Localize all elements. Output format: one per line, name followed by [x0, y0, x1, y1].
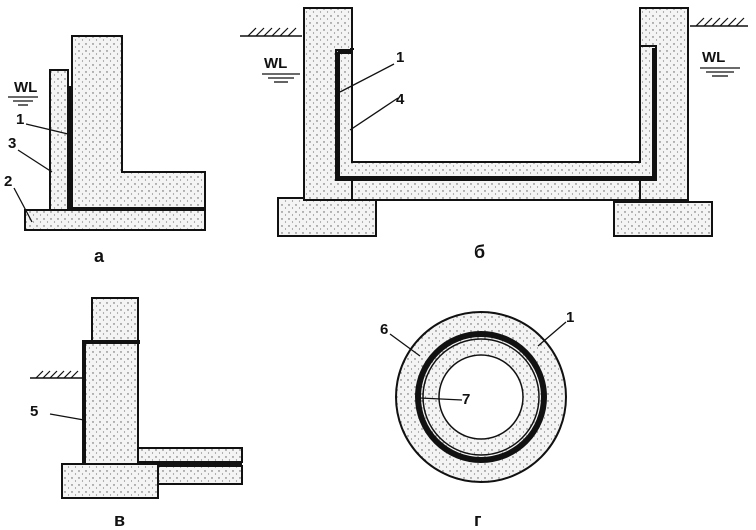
ground-hatch-right — [695, 17, 745, 27]
label-1: 1 — [16, 111, 24, 128]
label-1: 1 — [566, 309, 574, 326]
base-slab — [24, 209, 206, 231]
footing-left — [277, 197, 377, 237]
ground-hatch — [35, 370, 79, 379]
footing — [61, 463, 159, 499]
side-slab — [137, 447, 243, 463]
membrane-vertical — [68, 86, 72, 210]
panel-v: 5 в — [30, 297, 243, 530]
label-7: 7 — [462, 391, 470, 408]
wl-label-right: WL — [702, 49, 725, 66]
label-6: 6 — [380, 321, 388, 338]
inner-void — [438, 354, 524, 440]
label-5: 5 — [30, 403, 38, 420]
membrane-ring — [415, 331, 547, 463]
label-2: 2 — [4, 173, 12, 190]
panel-g: 6 1 7 г — [380, 309, 574, 530]
label-3: 3 — [8, 135, 16, 152]
upper-wall — [91, 297, 139, 343]
panel-a: WL 1 3 2 а — [4, 35, 206, 266]
wl-label: WL — [14, 79, 37, 96]
membrane-horizontal — [68, 207, 205, 211]
caption-a: а — [94, 246, 105, 266]
inner-structure — [335, 45, 657, 181]
panel-b: WL WL 1 4 б — [240, 7, 748, 262]
l-structure — [71, 35, 206, 209]
membrane-u — [336, 48, 656, 180]
ground-hatch-left — [247, 27, 297, 37]
wl-label-left: WL — [264, 55, 287, 72]
caption-b: б — [474, 242, 485, 262]
caption-v: в — [114, 510, 125, 530]
label-1: 1 — [396, 49, 404, 66]
protective-wall — [49, 69, 69, 211]
label-4: 4 — [396, 91, 405, 108]
footing-right — [613, 201, 713, 237]
caption-g: г — [474, 510, 482, 530]
main-wall — [83, 341, 139, 465]
